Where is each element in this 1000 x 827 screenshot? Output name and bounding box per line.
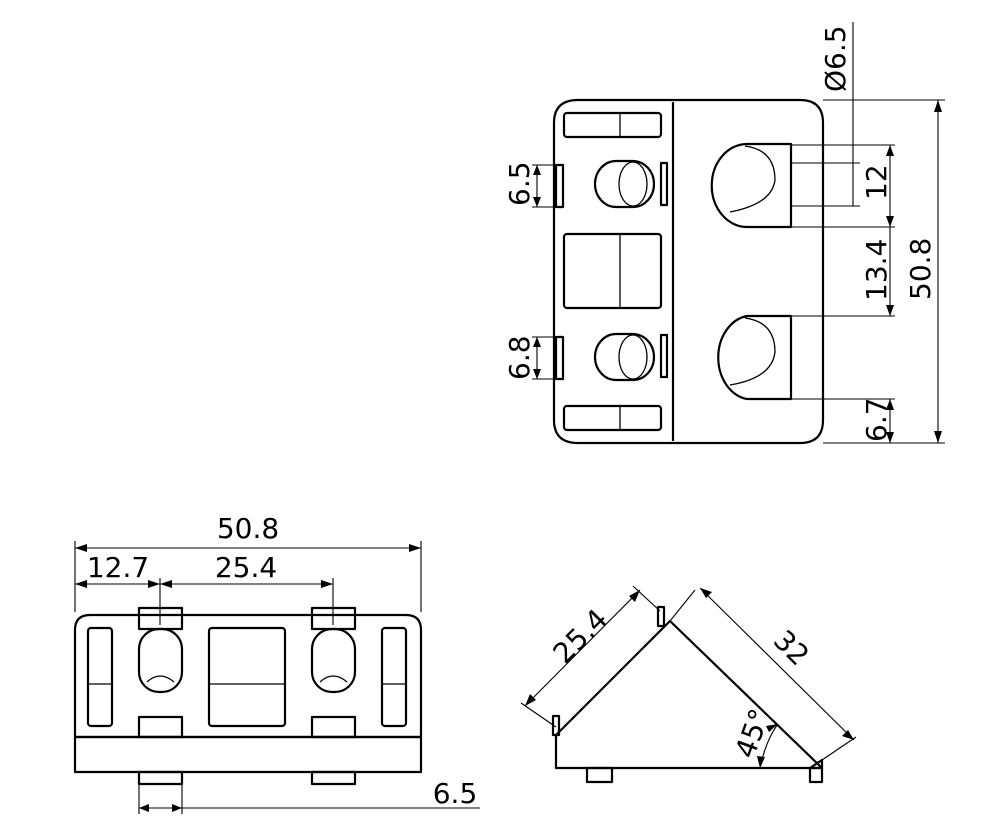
tab-lower-left [554, 335, 565, 381]
dim-hypotenuse: 32 [767, 624, 816, 673]
dim-overall-height: 50.8 [904, 238, 937, 300]
tab-upper-right [659, 161, 669, 207]
dim-slot-height: 12 [860, 164, 893, 200]
boss-lower [593, 332, 656, 382]
dim-diameter: Ø6.5 [819, 25, 852, 92]
side-tab-top [656, 605, 666, 628]
pocket-top [562, 111, 663, 139]
dim-overall-width: 50.8 [217, 512, 279, 545]
front-foot-left [137, 770, 184, 786]
top-view: Ø6.5 12 13.4 6.7 50.8 6.5 [503, 22, 945, 445]
dim-hole-pitch: 25.4 [215, 551, 277, 584]
front-hole-right [310, 627, 357, 694]
front-hole-left [137, 627, 184, 694]
dim-edge-offset: 12.7 [87, 551, 149, 584]
front-view: 50.8 12.7 25.4 6.5 [73, 512, 480, 814]
side-view: 25.4 32 45° [520, 585, 857, 784]
dim-tab-width: 6.5 [433, 777, 478, 810]
dim-tab-lower: 6.8 [503, 335, 536, 380]
side-foot-left [585, 766, 614, 784]
front-lower-tab-right [310, 715, 357, 739]
front-foot-right [310, 770, 357, 786]
front-view-base [73, 735, 423, 774]
tab-upper-left [554, 163, 565, 209]
front-pocket-center [207, 626, 287, 728]
pocket-bottom [562, 404, 663, 432]
dim-slot-gap: 13.4 [860, 239, 893, 301]
dim-angle: 45° [729, 704, 777, 762]
dim-tab-upper: 6.5 [503, 161, 536, 206]
front-lower-tab-left [137, 715, 184, 739]
tab-lower-right [659, 333, 669, 379]
boss-upper [593, 159, 656, 209]
side-foot-right [808, 766, 824, 784]
top-view-outline [552, 98, 825, 445]
pocket-center [562, 232, 663, 310]
front-view-outline [73, 613, 423, 739]
front-pocket-right [380, 626, 408, 728]
slot-lower [717, 314, 793, 401]
front-pocket-left [86, 626, 114, 728]
dim-bottom-offset: 6.7 [860, 397, 893, 442]
dim-leg-length: 25.4 [547, 603, 614, 670]
slot-upper [710, 142, 793, 229]
